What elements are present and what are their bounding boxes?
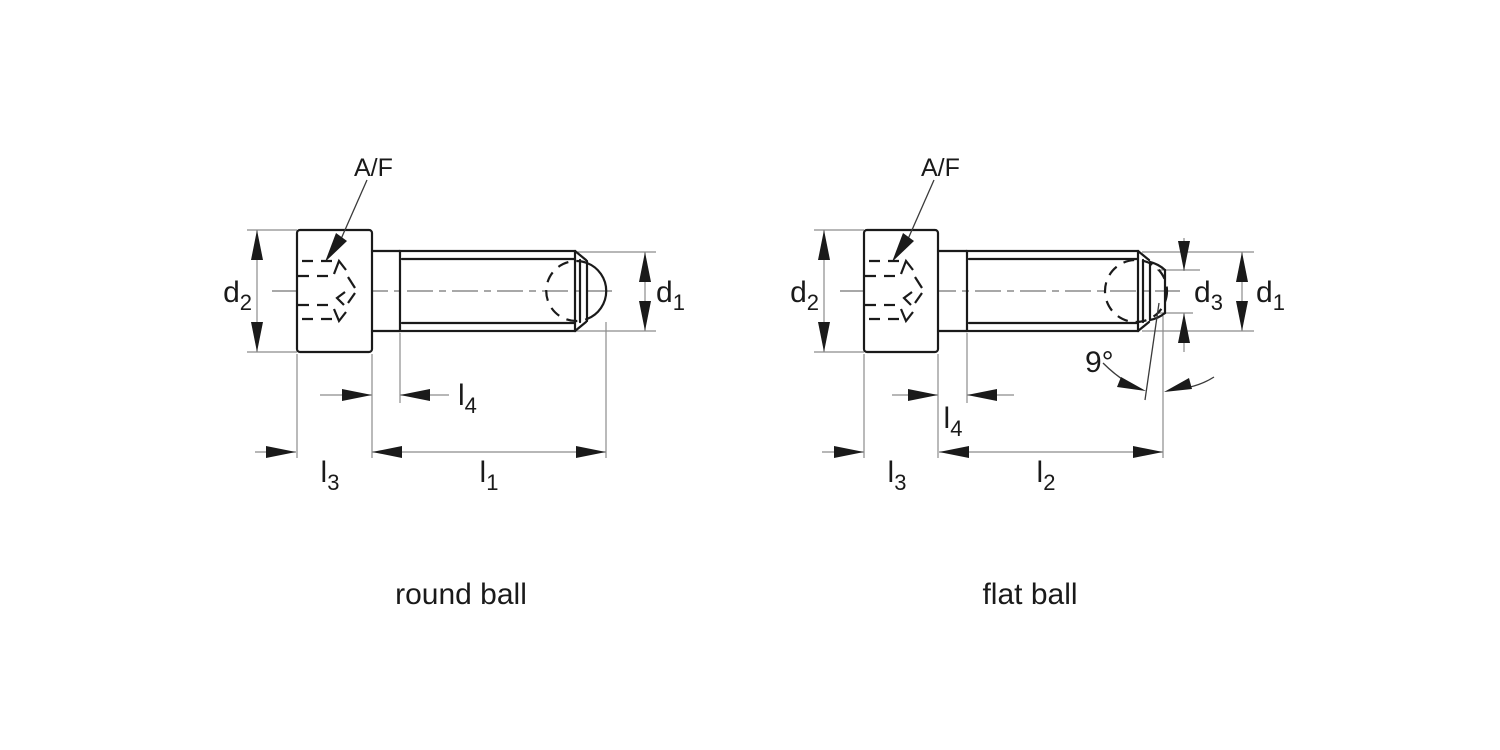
threaded-shank xyxy=(398,249,577,333)
dimension-l4: l4 xyxy=(342,379,477,418)
dimension-l3: l3 xyxy=(834,446,906,495)
angle-arrow-right xyxy=(1164,378,1192,392)
dimension-l2: l2 xyxy=(939,446,1163,495)
af-leader-line xyxy=(340,179,368,240)
flat-ball-end xyxy=(1103,249,1169,333)
af-label: A/F xyxy=(354,154,393,182)
l1-label: l1 xyxy=(480,456,499,495)
hidden-ball-circle xyxy=(1103,258,1169,324)
l3-label: l3 xyxy=(321,456,340,495)
d2-label: d2 xyxy=(223,276,252,315)
d2-label: d2 xyxy=(790,276,819,315)
dimension-l4: l4 xyxy=(908,389,997,441)
l4-label: l4 xyxy=(944,402,963,441)
dimension-d2: d2 xyxy=(223,230,263,352)
flat-ball-view: A/F d2 d3 d1 9° xyxy=(790,154,1285,611)
round-ball-screw-body xyxy=(295,228,608,354)
dimension-d1: d1 xyxy=(639,252,685,331)
flat-ball-caption: flat ball xyxy=(982,578,1077,611)
screw-head xyxy=(295,228,374,354)
screw-head xyxy=(862,228,940,354)
flat-ball-screw-body xyxy=(862,228,1169,354)
neck xyxy=(370,249,402,333)
d1-label: d1 xyxy=(1256,276,1285,315)
dimension-d2: d2 xyxy=(790,230,830,352)
af-arrowhead xyxy=(892,233,914,262)
angle-reference-line xyxy=(1144,302,1160,401)
af-label: A/F xyxy=(921,154,960,182)
angle-arc-right xyxy=(1189,376,1215,388)
hex-socket-hidden-lines xyxy=(865,258,923,324)
d3-label: d3 xyxy=(1194,276,1223,315)
angle-arrow-left xyxy=(1117,377,1146,391)
round-ball-caption: round ball xyxy=(395,578,527,611)
hex-socket-hidden-lines xyxy=(298,258,356,324)
af-annotation: A/F xyxy=(325,154,393,262)
l4-label: l4 xyxy=(458,379,477,418)
ball-dome-upper xyxy=(1148,260,1167,272)
af-arrowhead xyxy=(325,233,347,262)
l2-label: l2 xyxy=(1037,456,1056,495)
angle-annotation: 9° xyxy=(1085,302,1215,401)
dimension-l1: l1 xyxy=(372,446,606,495)
af-leader-line xyxy=(907,179,935,240)
af-annotation: A/F xyxy=(892,154,960,262)
round-ball-view: A/F d2 d1 l4 l3 l1 xyxy=(223,154,685,611)
dimension-l3: l3 xyxy=(266,446,339,495)
l3-label: l3 xyxy=(888,456,907,495)
dimension-d1: d1 xyxy=(1236,252,1285,331)
dimension-d3: d3 xyxy=(1178,241,1223,343)
threaded-shank xyxy=(965,249,1140,333)
d1-label: d1 xyxy=(656,276,685,315)
ball-end xyxy=(545,249,608,333)
ball-dome xyxy=(585,261,608,321)
hidden-ball-circle xyxy=(545,259,588,323)
angle-label: 9° xyxy=(1085,346,1114,379)
neck xyxy=(936,249,969,333)
